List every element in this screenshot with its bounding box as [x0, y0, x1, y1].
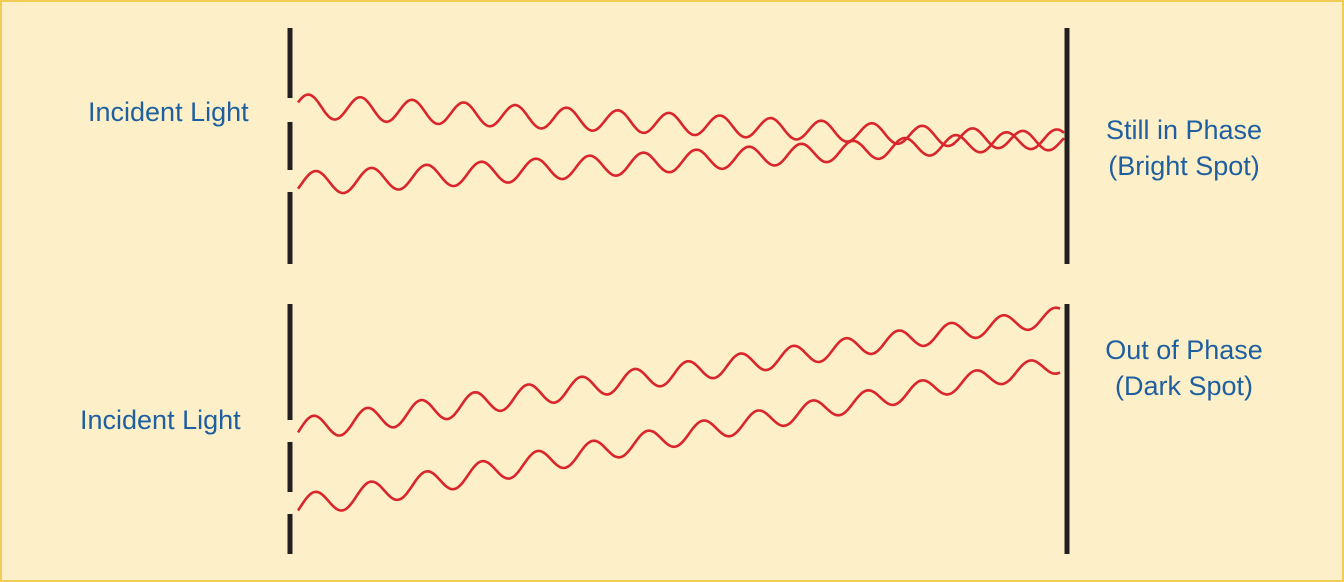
bottom-wave-lower-slit — [296, 359, 1061, 512]
bottom-wave-upper-slit — [296, 306, 1061, 437]
bottom-result-line2: (Dark Spot) — [1114, 371, 1254, 401]
top-result-line2: (Bright Spot) — [1108, 151, 1260, 181]
bottom-incident-light-label: Incident Light — [80, 405, 241, 435]
bottom-result-line1: Out of Phase — [1105, 335, 1263, 365]
top-incident-light-label: Incident Light — [88, 97, 249, 127]
top-result-line1: Still in Phase — [1105, 115, 1263, 145]
top-wave-lower-slit — [296, 128, 1065, 195]
bottom-result-label: Out of Phase (Dark Spot) — [1084, 332, 1284, 404]
top-wave-upper-slit — [296, 93, 1065, 152]
top-result-label: Still in Phase (Bright Spot) — [1084, 112, 1284, 184]
